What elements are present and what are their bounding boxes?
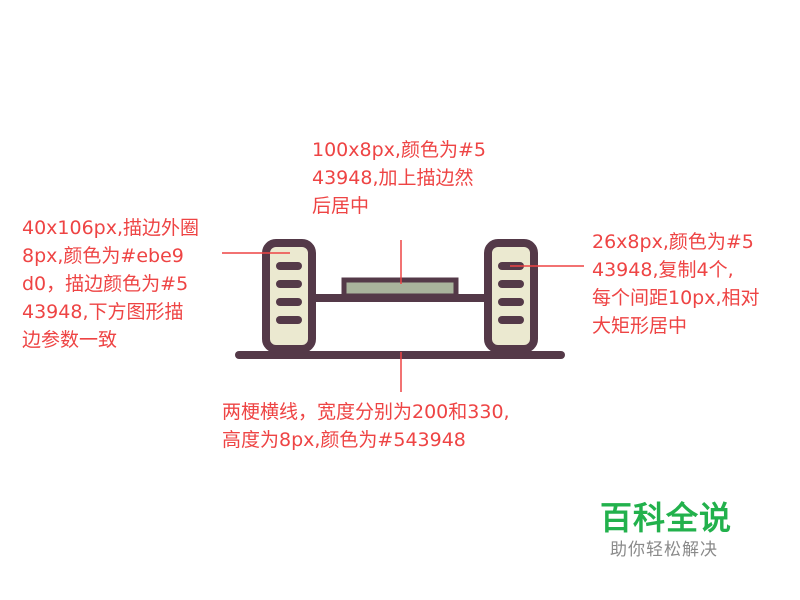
bottom-bar [235, 351, 565, 359]
annotation-line: 43948,复制4个, [592, 259, 734, 281]
annotation-line: 43948,下方图形描 [22, 301, 184, 323]
annotation-left: 40x106px,描边外圈 8px,颜色为#ebe9 d0，描边颜色为#5 43… [22, 214, 199, 354]
left-panel-body [262, 239, 316, 353]
annotation-line: d0，描边颜色为#5 [22, 273, 189, 295]
left-panel [262, 239, 316, 353]
annotation-line: 每个间距10px,相对 [592, 287, 760, 309]
annotation-bottom: 两梗横线，宽度分别为200和330, 高度为8px,颜色为#543948 [222, 398, 510, 454]
annotation-top: 100x8px,颜色为#5 43948,加上描边然 后居中 [312, 136, 486, 220]
annotation-line: 40x106px,描边外圈 [22, 217, 200, 239]
left-slat [276, 280, 302, 288]
left-slat [276, 298, 302, 306]
annotation-line: 100x8px,颜色为#5 [312, 139, 486, 161]
left-slat [276, 316, 302, 324]
brand-tagline: 助你轻松解决 [610, 540, 718, 560]
center-rect [341, 277, 459, 299]
brand-watermark: 百科全说 助你轻松解决 [600, 498, 750, 562]
brand-name: 百科全说 [600, 499, 733, 537]
right-slat [498, 280, 524, 288]
annotation-line: 8px,颜色为#ebe9 [22, 245, 184, 267]
right-slat [498, 316, 524, 324]
annotation-line: 大矩形居中 [592, 315, 688, 337]
annotation-line: 边参数一致 [22, 329, 118, 351]
annotation-line: 26x8px,颜色为#5 [592, 231, 754, 253]
annotation-line: 43948,加上描边然 [312, 167, 474, 189]
annotation-right: 26x8px,颜色为#5 43948,复制4个, 每个间距10px,相对 大矩形… [592, 228, 760, 340]
left-slat [276, 262, 302, 270]
right-slat [498, 298, 524, 306]
annotation-line: 两梗横线，宽度分别为200和330, [222, 401, 510, 423]
annotation-line: 高度为8px,颜色为#543948 [222, 429, 466, 451]
right-panel [484, 239, 538, 353]
right-panel-body [484, 239, 538, 353]
annotation-line: 后居中 [312, 195, 370, 217]
